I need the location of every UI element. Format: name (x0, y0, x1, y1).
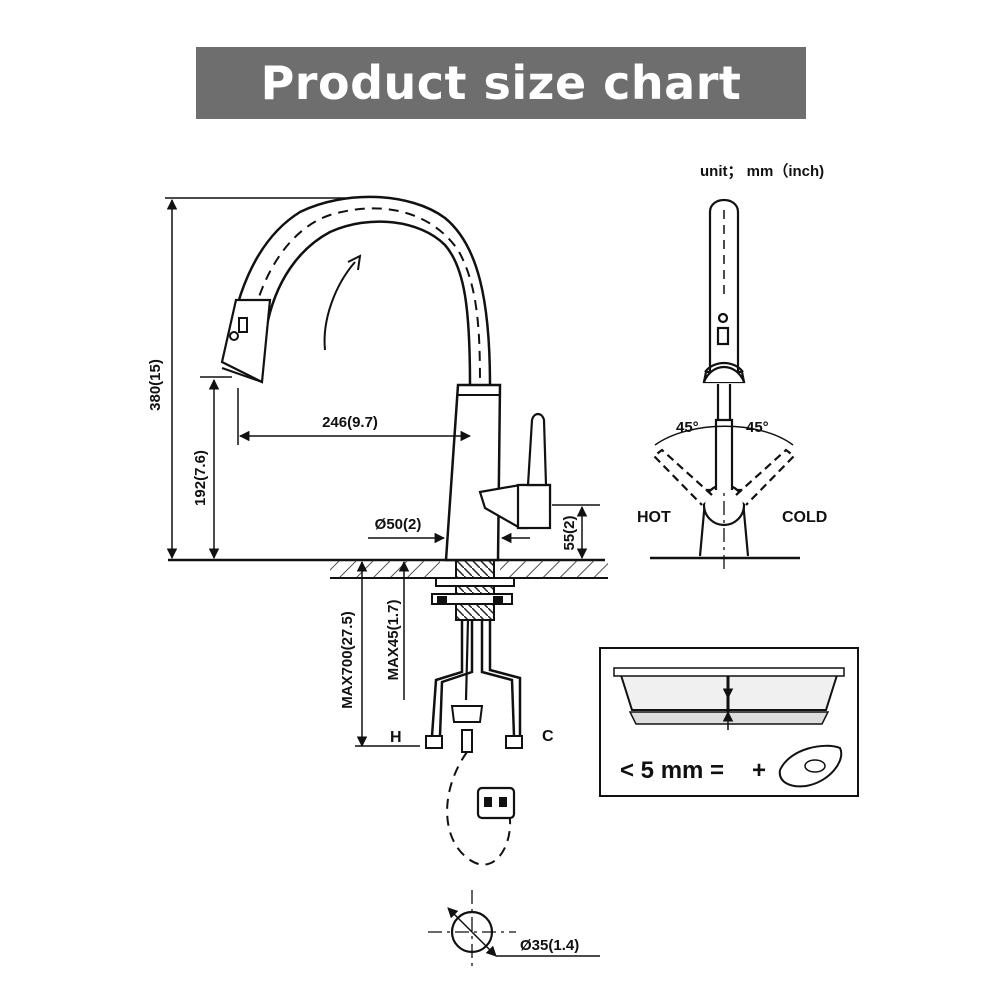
sprayer-button (229, 331, 239, 341)
washer (435, 577, 515, 587)
faucet-side-view (650, 198, 800, 570)
hose-loop-dashed (446, 751, 512, 866)
spout-outer (226, 195, 492, 386)
dim-hole-diameter: Ø35(1.4) (520, 937, 579, 954)
counter-hatch-right (500, 560, 608, 578)
dim-base-diameter: Ø50(2) (375, 516, 422, 533)
cold-connector (505, 735, 523, 749)
dim-height-total: 380(15) (147, 359, 164, 411)
threaded-shank (455, 559, 495, 621)
hose-weight (476, 786, 516, 820)
hose-dashed (247, 207, 481, 386)
hot-hose (430, 620, 464, 737)
sink-inset (599, 647, 859, 797)
label-hot-pipe: H (390, 729, 402, 746)
label-hot: HOT (637, 509, 671, 526)
spout-inner (264, 220, 472, 386)
label-angle-right: 45° (746, 419, 769, 436)
title-banner: Product size chart (196, 47, 806, 119)
quick-connector (450, 705, 484, 723)
rotation-arc (323, 261, 356, 351)
sink-note-text: < 5 mm = (620, 757, 724, 784)
counter-hatch-left (330, 560, 440, 578)
mounting-nut (431, 593, 513, 605)
sprayer-switch (238, 317, 248, 333)
faucet-front-view (168, 195, 608, 866)
sprayer-head (220, 298, 272, 384)
label-cold: COLD (782, 509, 827, 526)
label-angle-left: 45° (676, 419, 699, 436)
dim-max-deck: MAX45(1.7) (385, 600, 402, 681)
cold-hose (480, 620, 516, 737)
dim-spout-reach: 246(9.7) (322, 414, 378, 431)
unit-note: unit； mm（inch) (700, 162, 824, 180)
label-cold-pipe: C (542, 728, 554, 745)
dimension-lines (165, 197, 600, 748)
handle-lever (526, 412, 548, 487)
mounting-hole (428, 890, 600, 970)
page-title: Product size chart (260, 56, 742, 110)
sink-note-plus: + (752, 757, 766, 784)
dim-handle-height: 55(2) (561, 515, 578, 550)
dim-outlet-height: 192(7.6) (192, 450, 209, 506)
faucet-body (444, 383, 502, 562)
dim-max-hose: MAX700(27.5) (339, 611, 356, 709)
hot-connector (425, 735, 443, 749)
